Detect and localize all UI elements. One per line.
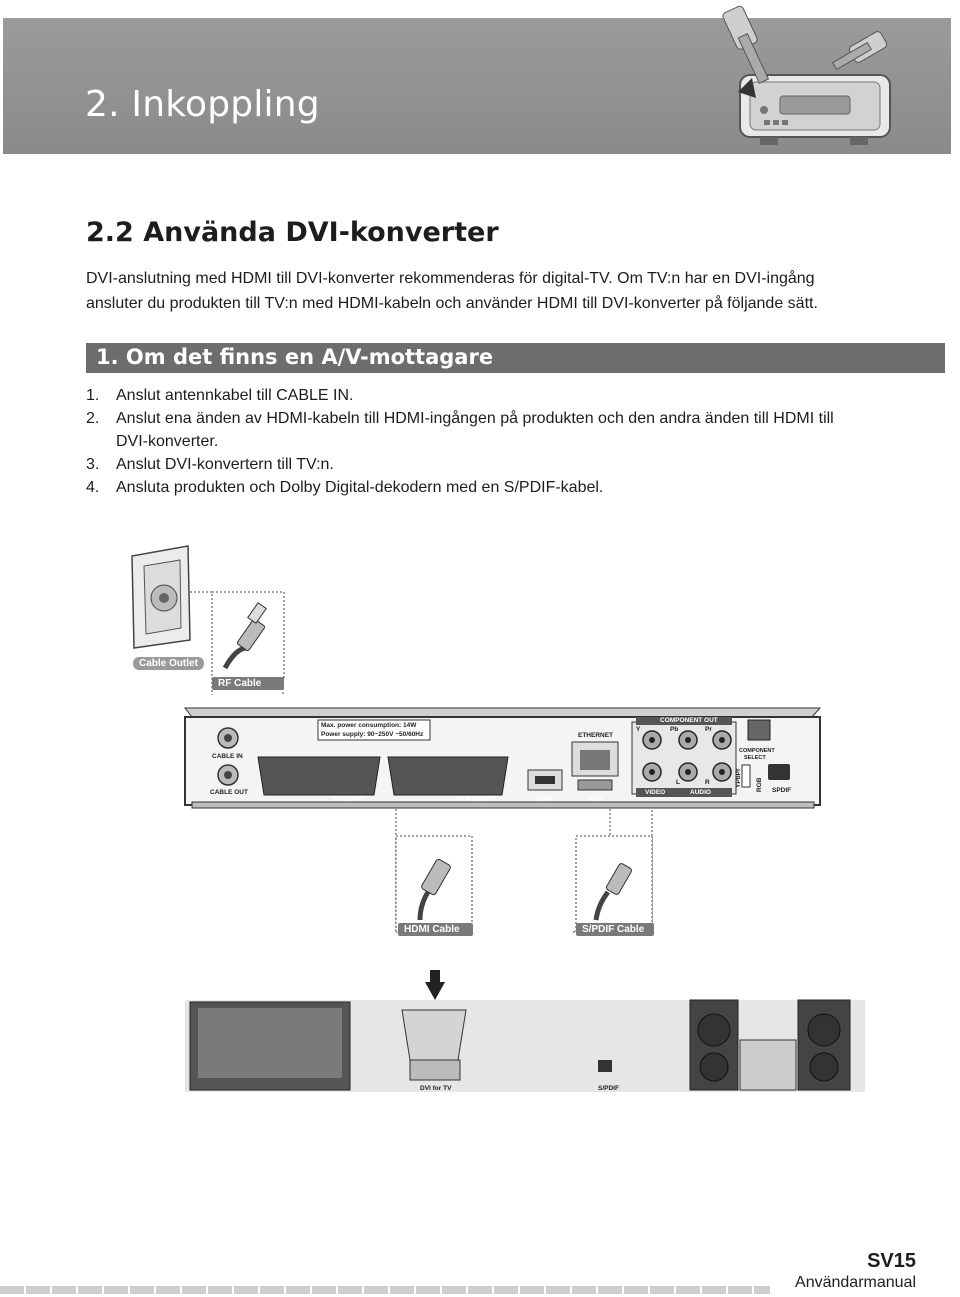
- page-number: SV15: [867, 1250, 916, 1272]
- component-pr-label: Pr: [705, 726, 712, 733]
- tv-and-dvi-region: [185, 970, 565, 1092]
- component-out-label: COMPONENT OUT: [660, 717, 718, 724]
- video-label: VIDEO: [645, 789, 666, 796]
- intro-paragraph: DVI-anslutning med HDMI till DVI-konvert…: [86, 266, 926, 316]
- step-text: Anslut DVI-konvertern till TV:n.: [116, 456, 334, 473]
- receiver-back-panel: [183, 707, 822, 809]
- step-text: DVI-konverter.: [116, 433, 219, 450]
- spdif-cable-icon: [575, 835, 653, 933]
- footer-strip: [0, 1286, 770, 1294]
- rf-cable-label: RF Cable: [212, 677, 284, 690]
- power-supply-text: Power supply: 90~250V ~50/60Hz: [321, 731, 424, 738]
- step-text: Anslut ena änden av HDMI-kabeln till HDM…: [116, 410, 834, 427]
- spdif-port-label: SPDIF: [772, 787, 792, 794]
- ethernet-label: ETHERNET: [578, 732, 614, 739]
- chapter-title: 2. Inkoppling: [85, 84, 320, 125]
- manual-title: Användarmanual: [795, 1274, 916, 1291]
- connector-illustration: [722, 5, 891, 145]
- subsection-bar: [86, 343, 945, 373]
- hdmi-cable-icon: [395, 835, 473, 933]
- vcr-scart-label: VCR SCART: [457, 796, 495, 803]
- cable-in-label: CABLE IN: [212, 753, 243, 760]
- hdmi-cable-label: HDMI Cable: [398, 923, 473, 936]
- rf-cable-icon: [211, 591, 285, 679]
- dvi-for-tv-label: DVI for TV: [420, 1085, 452, 1092]
- step-number: 4.: [86, 479, 100, 496]
- component-select-label-2: SELECT: [744, 755, 766, 761]
- connection-diagram: [131, 545, 865, 1092]
- intro-line: DVI-anslutning med HDMI till DVI-konvert…: [86, 270, 815, 287]
- audio-system-region: [565, 999, 865, 1092]
- cable-out-label: CABLE OUT: [210, 789, 248, 796]
- cable-outlet-icon: [131, 545, 191, 649]
- section-title: 2.2 Använda DVI-konverter: [86, 217, 499, 248]
- step-number: 1.: [86, 387, 100, 404]
- spdif-input-label: S/PDIF: [598, 1085, 619, 1092]
- step-number: 3.: [86, 456, 100, 473]
- component-select-label: COMPONENT: [739, 748, 775, 754]
- hdmi-port-label: HDMI: [536, 796, 553, 803]
- tv-scart-label: TV SCART: [332, 796, 365, 803]
- component-pb-label: Pb: [670, 726, 679, 733]
- audio-l-label: L: [676, 779, 680, 786]
- intro-line: ansluter du produkten till TV:n med HDMI…: [86, 295, 818, 312]
- step-text: Anslut antennkabel till CABLE IN.: [116, 387, 354, 404]
- audio-r-label: R: [705, 779, 710, 786]
- step-number: 2.: [86, 410, 100, 427]
- audio-label: AUDIO: [690, 789, 711, 796]
- spdif-cable-label: S/PDIF Cable: [576, 923, 654, 936]
- cable-outlet-label: Cable Outlet: [133, 657, 204, 670]
- ypbpr-label: YPbPr: [735, 768, 742, 788]
- rgb-label: RGB: [756, 777, 763, 792]
- step-text: Ansluta produkten och Dolby Digital-deko…: [116, 479, 604, 496]
- power-consumption-text: Max. power consumption: 14W: [321, 722, 417, 729]
- usb-port-label: USB: [588, 796, 602, 803]
- subsection-title: 1. Om det finns en A/V-mottagare: [96, 345, 494, 369]
- component-y-label: Y: [636, 726, 641, 733]
